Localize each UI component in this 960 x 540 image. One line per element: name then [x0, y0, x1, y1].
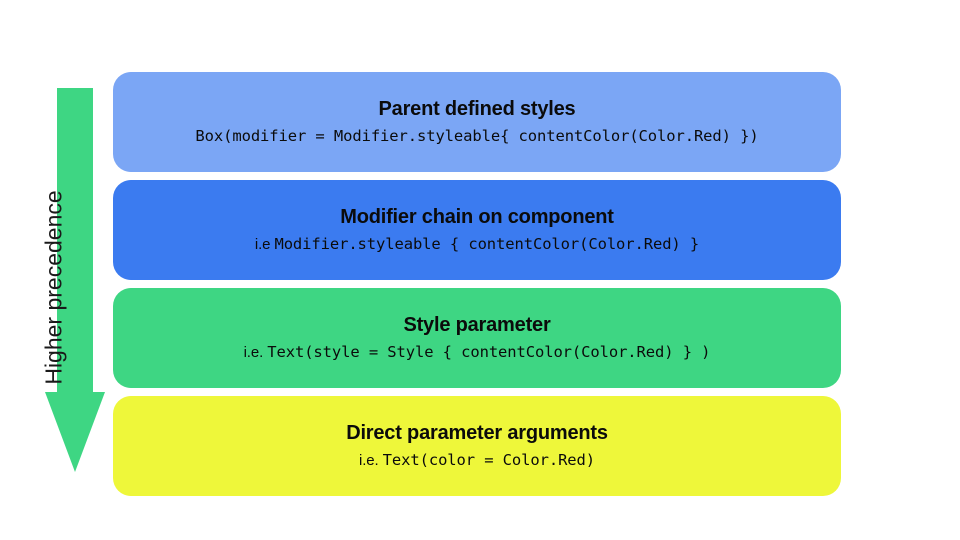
layer-stack: Parent defined styles Box(modifier = Mod… — [113, 72, 841, 496]
precedence-axis-label: Higher precedence — [40, 190, 67, 385]
layer-title: Style parameter — [403, 314, 551, 337]
precedence-arrow — [45, 88, 105, 472]
layer-code-prefix: i.e — [254, 236, 275, 254]
layer-modifier-chain-on-component[interactable]: Modifier chain on component i.e Modifier… — [113, 180, 841, 280]
layer-parent-defined-styles[interactable]: Parent defined styles Box(modifier = Mod… — [113, 72, 841, 172]
layer-style-parameter[interactable]: Style parameter i.e. Text(style = Style … — [113, 288, 841, 388]
layer-code: i.e. Text(color = Color.Red) — [359, 450, 595, 471]
layer-title: Direct parameter arguments — [346, 422, 608, 445]
down-arrow-icon — [45, 88, 105, 472]
layer-title: Modifier chain on component — [340, 206, 614, 229]
layer-code-prefix: i.e. — [358, 452, 383, 470]
layer-direct-parameter-arguments[interactable]: Direct parameter arguments i.e. Text(col… — [113, 396, 841, 496]
layer-code-prefix: i.e. — [243, 344, 268, 362]
layer-title: Parent defined styles — [378, 98, 576, 121]
layer-code: i.e. Text(style = Style { contentColor(C… — [244, 342, 711, 363]
layer-code-snippet: Box(modifier = Modifier.styleable{ conte… — [195, 127, 759, 146]
layer-code-snippet: Text(color = Color.Red) — [382, 451, 596, 470]
layer-code-snippet: Text(style = Style { contentColor(Color.… — [267, 343, 711, 362]
layer-code: i.e Modifier.styleable { contentColor(Co… — [255, 234, 699, 255]
layer-code-snippet: Modifier.styleable { contentColor(Color.… — [274, 235, 700, 254]
layer-code: Box(modifier = Modifier.styleable{ conte… — [195, 126, 758, 147]
